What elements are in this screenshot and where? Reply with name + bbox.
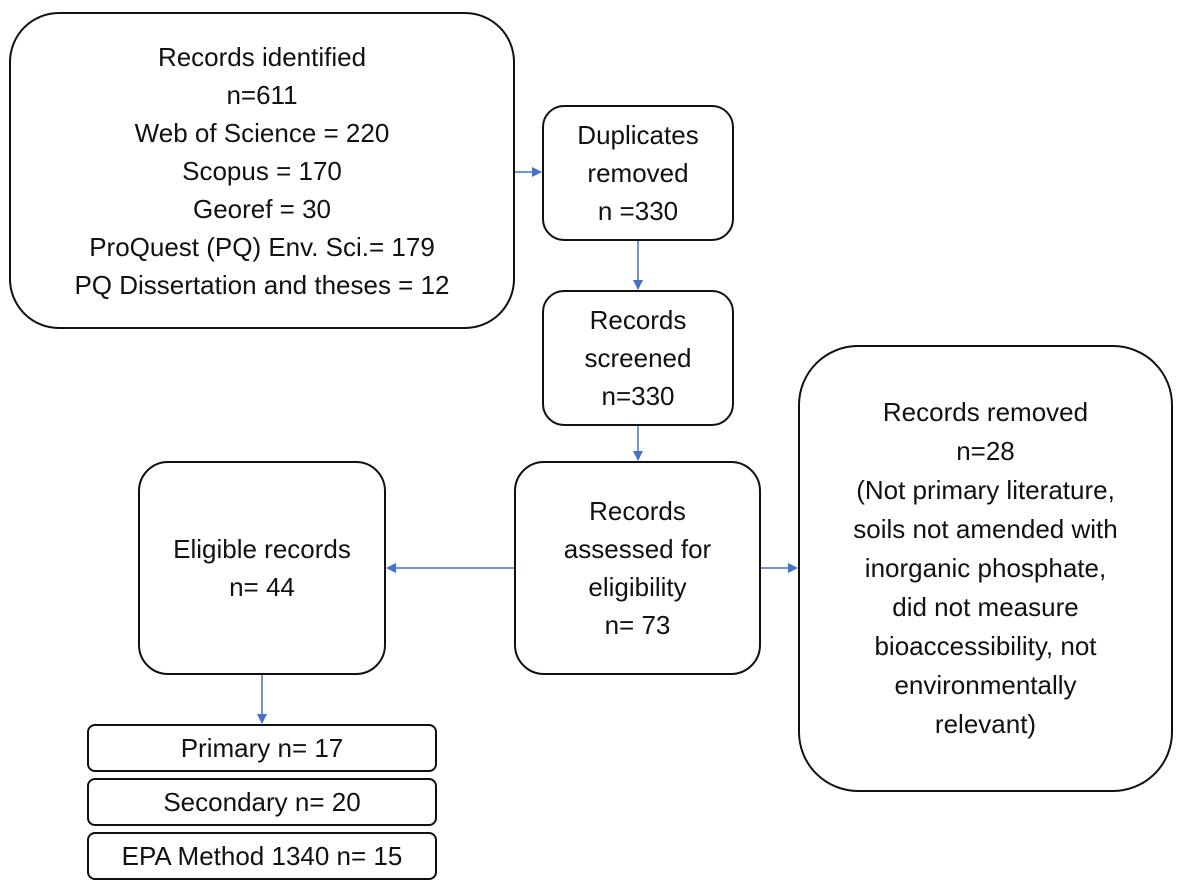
epa-method-box: EPA Method 1340 n= 15	[87, 832, 437, 880]
secondary-box: Secondary n= 20	[87, 778, 437, 826]
removed-title: Records removed	[882, 397, 1089, 427]
records-removed-box: Records removed n=28 (Not primary litera…	[798, 345, 1173, 792]
screened-line-2: screened	[584, 343, 692, 373]
removed-reason-line-6: environmentally	[894, 670, 1077, 700]
removed-count: n=28	[956, 436, 1015, 466]
assessed-line-3: eligibility	[588, 572, 687, 602]
eligible-title: Eligible records	[173, 534, 351, 564]
duplicates-removed-box: Duplicates removed n =330	[542, 105, 734, 241]
records-screened-box: Records screened n=330	[542, 290, 734, 426]
duplicates-count: n =330	[597, 196, 679, 226]
source-scopus: Scopus = 170	[182, 155, 342, 186]
source-proquest-env-sci: ProQuest (PQ) Env. Sci.= 179	[89, 231, 435, 262]
records-assessed-box: Records assessed for eligibility n= 73	[514, 461, 761, 675]
source-pq-dissertations: PQ Dissertation and theses = 12	[74, 269, 450, 300]
screened-count: n=330	[601, 381, 675, 411]
removed-reason-line-4: did not measure	[892, 592, 1079, 622]
epa-method-label: EPA Method 1340 n= 15	[121, 841, 403, 871]
records-identified-box: Records identified n=611 Web of Science …	[9, 12, 515, 329]
records-identified-title: Records identified	[157, 41, 367, 72]
removed-reason-line-2: soils not amended with	[853, 514, 1118, 544]
removed-reason-line-3: inorganic phosphate,	[864, 553, 1107, 583]
assessed-count: n= 73	[604, 610, 671, 640]
screened-line-1: Records	[589, 305, 687, 335]
assessed-line-2: assessed for	[563, 534, 712, 564]
duplicates-line-1: Duplicates	[577, 120, 699, 150]
assessed-line-1: Records	[589, 496, 686, 526]
eligible-records-box: Eligible records n= 44	[138, 461, 386, 675]
removed-reason-line-5: bioaccessibility, not	[874, 631, 1097, 661]
removed-reason-line-1: (Not primary literature,	[856, 475, 1115, 505]
source-web-of-science: Web of Science = 220	[134, 117, 390, 148]
duplicates-line-2: removed	[587, 158, 689, 188]
primary-label: Primary n= 17	[180, 733, 344, 763]
source-georef: Georef = 30	[192, 193, 332, 224]
secondary-label: Secondary n= 20	[163, 787, 361, 817]
eligible-count: n= 44	[229, 572, 295, 602]
records-identified-count: n=611	[226, 79, 298, 110]
removed-reason-line-7: relevant)	[934, 709, 1037, 739]
primary-box: Primary n= 17	[87, 724, 437, 772]
